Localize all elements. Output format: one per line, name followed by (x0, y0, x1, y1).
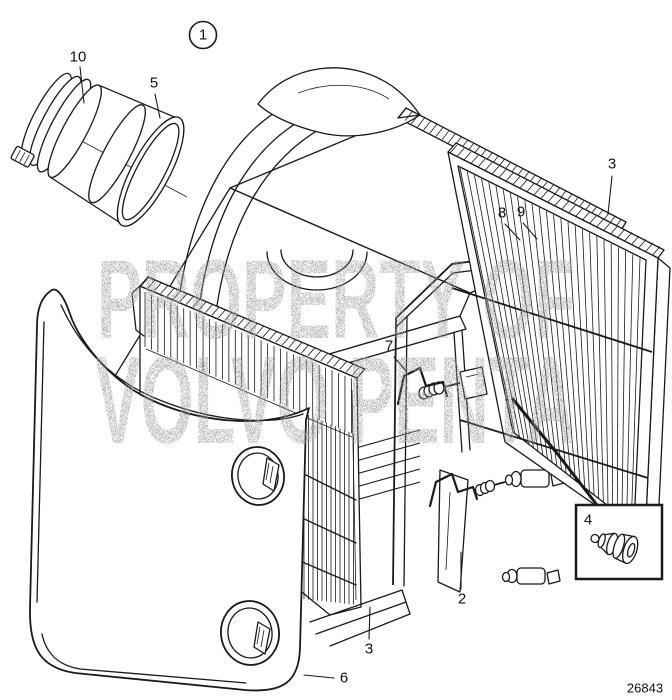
wire-clip-illustration (396, 366, 449, 406)
inset-detail-box (510, 397, 664, 581)
watermark-line2: VOLVO PENTA (95, 332, 575, 470)
drawing-number: 26843 (626, 680, 664, 696)
callout-1-assembly: 1 (198, 26, 208, 44)
cover-latch-opening-upper (231, 446, 285, 506)
callout-3-filter-front: 3 (364, 640, 374, 658)
callout-7-clip: 7 (384, 337, 394, 355)
plug-illustration (590, 532, 639, 565)
callout-8-screw: 8 (497, 204, 507, 222)
cover-latch-opening-lower (220, 600, 280, 666)
callout-9-washer: 9 (516, 203, 526, 221)
intake-hose-illustration (10, 72, 188, 227)
watermark: PROPERTY OF VOLVO PENTA (95, 237, 575, 470)
front-cover-illustration (29, 288, 310, 692)
frame-bracket (437, 469, 469, 593)
tray-bottom (309, 589, 411, 647)
scoop-mouth (257, 67, 421, 137)
assembly-ref-circle (188, 20, 218, 50)
callout-2-frame: 2 (457, 590, 467, 608)
filter-panel-right-illustration (447, 142, 671, 549)
callout-5-hose: 5 (149, 74, 159, 92)
callout-3-filter-right: 3 (607, 155, 617, 173)
callout-4-plug: 4 (583, 511, 593, 529)
watermark-line1: PROPERTY OF (97, 237, 575, 362)
callout-10-hose-clamp: 10 (69, 48, 87, 66)
leader-lines (79, 66, 613, 679)
callout-6-cover: 6 (339, 669, 349, 687)
